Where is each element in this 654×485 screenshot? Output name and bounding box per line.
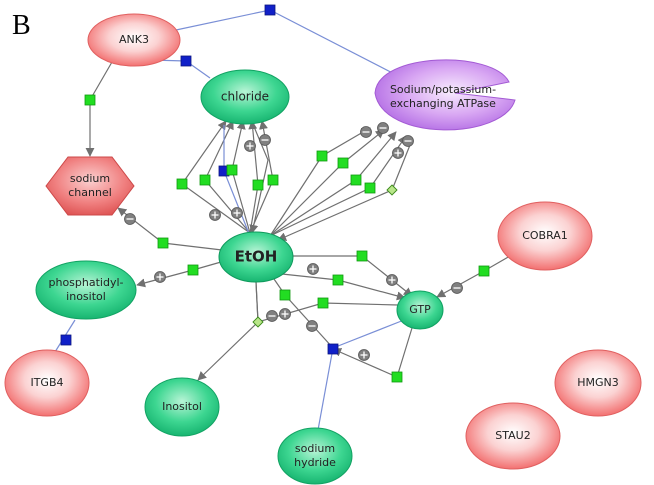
green-square-icon <box>332 274 344 286</box>
etoh-phosphatidylinositol-edge <box>136 261 222 288</box>
green-square-icon <box>364 182 376 194</box>
green-square-icon <box>279 289 291 301</box>
node-shape <box>554 349 642 417</box>
green-square-icon <box>356 250 368 262</box>
hydride-blue-edge <box>317 347 334 431</box>
node-shape <box>497 201 593 271</box>
etoh-sodium-channel-edge <box>117 207 223 251</box>
green-square-icon <box>350 174 362 186</box>
green-square-icon <box>478 265 490 277</box>
ank3-chloride-edge <box>149 59 211 79</box>
diamond-icon <box>386 184 398 196</box>
node-shape <box>35 260 137 320</box>
node-shape <box>465 402 561 470</box>
node-label: exchanging ATPase <box>390 97 496 110</box>
node-label: chloride <box>221 90 269 104</box>
node-shape <box>218 231 294 283</box>
diamond-icon <box>252 316 264 328</box>
node-shape <box>200 69 290 125</box>
node-label: hydride <box>294 456 336 469</box>
green-square-icon <box>84 94 96 106</box>
cobra1-gtp-edge <box>436 255 511 298</box>
etoh-atpase-edge <box>269 135 407 237</box>
green-square-icon <box>391 371 403 383</box>
green-square-icon <box>267 174 279 186</box>
node-shape <box>396 290 444 330</box>
ank3-sodium-channel-edge <box>85 61 113 157</box>
edge-glyphs <box>60 4 490 383</box>
green-square-icon <box>176 178 188 190</box>
node-label: EtOH <box>235 248 278 266</box>
etoh-inositol-edge <box>197 281 259 381</box>
blue-square-icon <box>264 4 276 16</box>
node-label: HMGN3 <box>577 376 619 389</box>
node-label: channel <box>68 186 112 199</box>
node-label: phosphatidyl- <box>49 276 124 289</box>
gtp-hydride-blue-edge <box>332 319 405 349</box>
node-label: ANK3 <box>119 33 149 46</box>
node-shape <box>144 377 220 437</box>
node-label: GTP <box>409 303 431 316</box>
blue-square-icon <box>60 334 72 346</box>
node-phosphatidylinositol: phosphatidyl-inositol <box>35 260 137 320</box>
blue-square-icon <box>327 343 339 355</box>
node-cobra1: COBRA1 <box>497 201 593 271</box>
etoh-atpase-edge <box>269 131 397 237</box>
etoh-gtp-edge-2 <box>281 273 406 301</box>
green-square-icon <box>226 164 238 176</box>
panel-label: B <box>12 10 31 41</box>
node-label: Sodium/potassium- <box>390 83 496 96</box>
green-square-icon <box>337 157 349 169</box>
node-shape <box>4 349 90 417</box>
green-square-icon <box>157 237 169 249</box>
node-stau2: STAU2 <box>465 402 561 470</box>
node-inositol: Inositol <box>144 377 220 437</box>
green-square-icon <box>317 297 329 309</box>
chloride-etoh-edge <box>249 121 269 234</box>
node-shape <box>277 427 353 485</box>
node-hmgn3: HMGN3 <box>554 349 642 417</box>
node-label: sodium <box>70 172 110 185</box>
node-ank3: ANK3 <box>87 13 181 67</box>
node-shape <box>374 59 516 131</box>
green-square-icon <box>252 179 264 191</box>
node-shape <box>87 13 181 67</box>
node-itgb4: ITGB4 <box>4 349 90 417</box>
node-label: STAU2 <box>495 429 530 442</box>
blue-square-icon <box>180 55 192 67</box>
node-atpase: Sodium/potassium-exchanging ATPase <box>374 59 516 131</box>
node-shape <box>45 156 135 216</box>
node-label: COBRA1 <box>522 229 568 242</box>
node-chloride: chloride <box>200 69 290 125</box>
node-label: inositol <box>66 290 106 303</box>
node-label: Inositol <box>162 400 202 413</box>
green-square-icon <box>199 174 211 186</box>
ank3-atpase-edge <box>175 9 411 83</box>
node-label: sodium <box>295 442 335 455</box>
green-square-icon <box>316 150 328 162</box>
node-label: ITGB4 <box>30 376 63 389</box>
node-etoh: EtOH <box>218 231 294 283</box>
gtp-hydride-edge <box>332 327 413 378</box>
node-gtp: GTP <box>396 290 444 330</box>
green-square-icon <box>187 264 199 276</box>
